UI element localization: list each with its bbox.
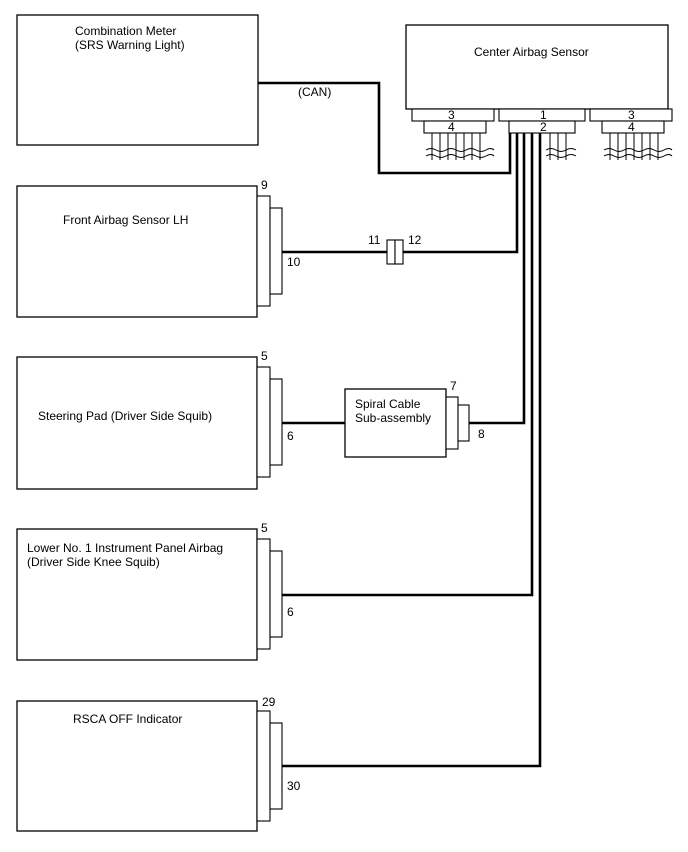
can-label: (CAN) <box>298 85 331 99</box>
pin-spiral-a: 7 <box>450 379 457 393</box>
pin-sensor-mid-bottom: 2 <box>540 120 547 134</box>
combination-meter-label-line1: Combination Meter <box>75 24 176 38</box>
steering-pad: Steering Pad (Driver Side Squib) 5 6 <box>16 349 294 490</box>
pin-spiral-b: 8 <box>478 427 485 441</box>
sensor-connector-middle <box>498 108 586 160</box>
front-airbag-sensor-label: Front Airbag Sensor LH <box>63 213 188 227</box>
pin-junction-left: 11 <box>368 233 381 247</box>
pin-sensor-mid-top: 1 <box>540 108 547 122</box>
spiral-cable-sub-assembly: Spiral Cable Sub-assembly 7 8 <box>344 379 485 458</box>
knee-airbag-label-line2: (Driver Side Knee Squib) <box>27 555 160 569</box>
pin-sensor-right-bottom: 4 <box>628 120 635 134</box>
combination-meter: Combination Meter (SRS Warning Light) <box>16 14 259 146</box>
pin-steering-b: 6 <box>287 429 294 443</box>
wire-spiral-to-sensor <box>469 133 526 425</box>
pin-sensor-left-top: 3 <box>448 108 455 122</box>
steering-pad-label: Steering Pad (Driver Side Squib) <box>38 409 212 423</box>
wire-front-sensor <box>282 133 519 254</box>
pin-front-sensor-b: 10 <box>287 255 301 269</box>
sensor-connector-left <box>411 108 495 160</box>
pin-front-sensor-a: 9 <box>261 178 268 192</box>
rsca-off-indicator: RSCA OFF Indicator 29 30 <box>16 695 301 832</box>
pin-rsca-a: 29 <box>262 695 276 709</box>
pin-steering-a: 5 <box>261 349 268 363</box>
pin-sensor-right-top: 3 <box>628 108 635 122</box>
sensor-connector-right <box>589 108 673 160</box>
junction-connector: 11 12 <box>368 233 422 265</box>
combination-meter-label-line2: (SRS Warning Light) <box>75 38 185 52</box>
knee-airbag-label-line1: Lower No. 1 Instrument Panel Airbag <box>27 541 223 555</box>
pin-junction-right: 12 <box>408 233 422 247</box>
pin-sensor-left-bottom: 4 <box>448 120 455 134</box>
front-airbag-sensor-lh: Front Airbag Sensor LH 9 10 <box>16 178 301 318</box>
pin-knee-a: 5 <box>261 521 268 535</box>
spiral-cable-label-line2: Sub-assembly <box>355 411 431 425</box>
center-airbag-sensor: Center Airbag Sensor 3 4 1 2 3 4 <box>405 24 673 160</box>
center-airbag-sensor-label: Center Airbag Sensor <box>474 45 589 59</box>
lower-instrument-panel-airbag: Lower No. 1 Instrument Panel Airbag (Dri… <box>16 521 294 661</box>
wire-rsca-indicator <box>282 133 542 768</box>
wire-can <box>258 81 512 175</box>
rsca-indicator-label: RSCA OFF Indicator <box>73 712 182 726</box>
spiral-cable-label-line1: Spiral Cable <box>355 397 421 411</box>
pin-rsca-b: 30 <box>287 779 301 793</box>
wire-knee-airbag <box>282 133 534 597</box>
pin-knee-b: 6 <box>287 605 294 619</box>
